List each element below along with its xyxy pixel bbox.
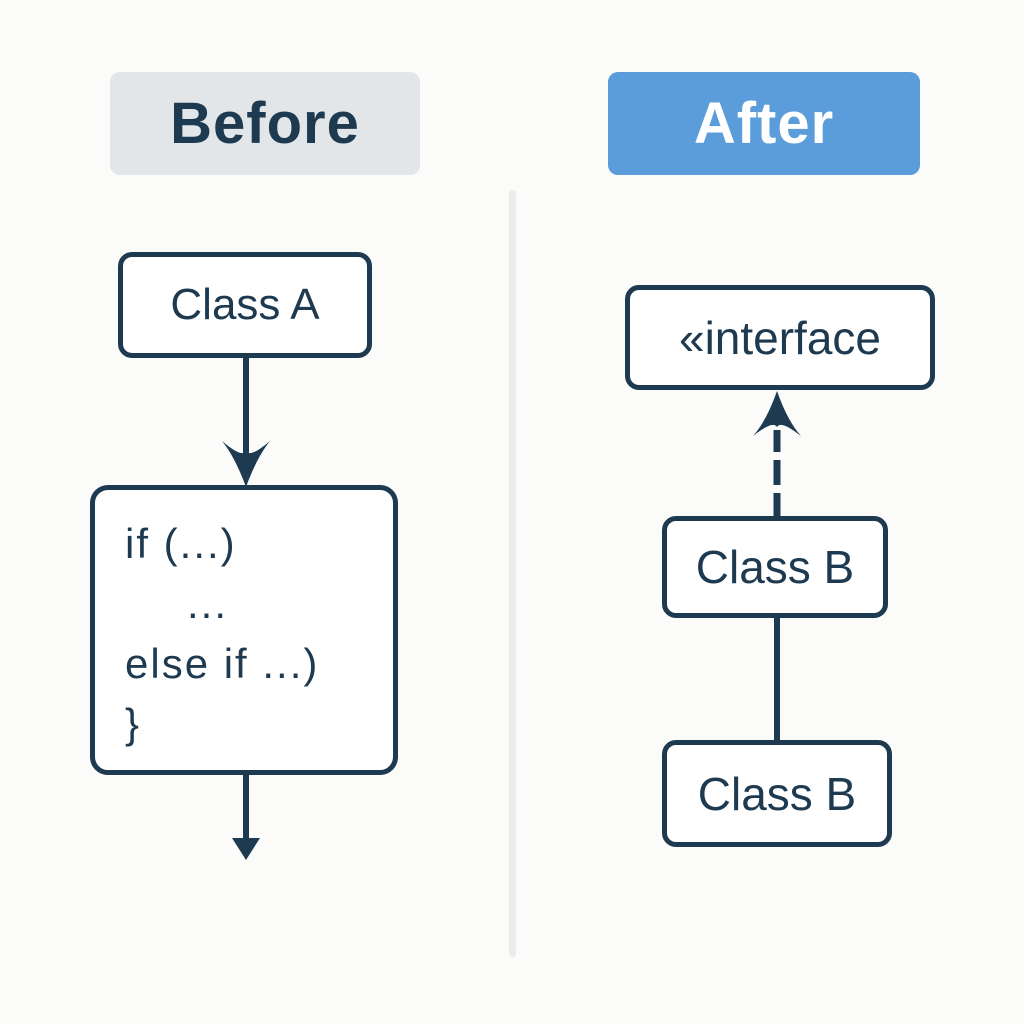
node-interface-text: «interface	[678, 311, 881, 364]
panel-divider	[509, 190, 516, 957]
arrow-class-a-to-code	[222, 356, 270, 487]
node-interface: «interface	[625, 285, 935, 390]
code-line-ellipsis: ...	[187, 580, 229, 627]
code-line-else-if: else if ...)	[125, 640, 320, 687]
node-class-b-top-text: Class B	[695, 541, 855, 593]
code-line-closing-brace: }	[125, 700, 142, 747]
node-class-a-text: Class A	[170, 280, 320, 329]
before-panel-label: Before	[110, 72, 420, 175]
node-code-block: if (...) ... else if ...) }	[90, 485, 398, 775]
node-class-a: Class A	[118, 252, 372, 358]
code-line-if: if (...)	[125, 520, 237, 567]
node-class-b-top: Class B	[662, 516, 888, 618]
arrow-class-b-realizes-interface	[753, 391, 801, 518]
node-class-b-bottom-text: Class B	[697, 767, 857, 820]
arrow-code-exit	[232, 773, 260, 860]
node-class-b-bottom: Class B	[662, 740, 892, 847]
after-panel-label: After	[608, 72, 920, 175]
code-block-text: if (...) ... else if ...) }	[95, 490, 319, 754]
